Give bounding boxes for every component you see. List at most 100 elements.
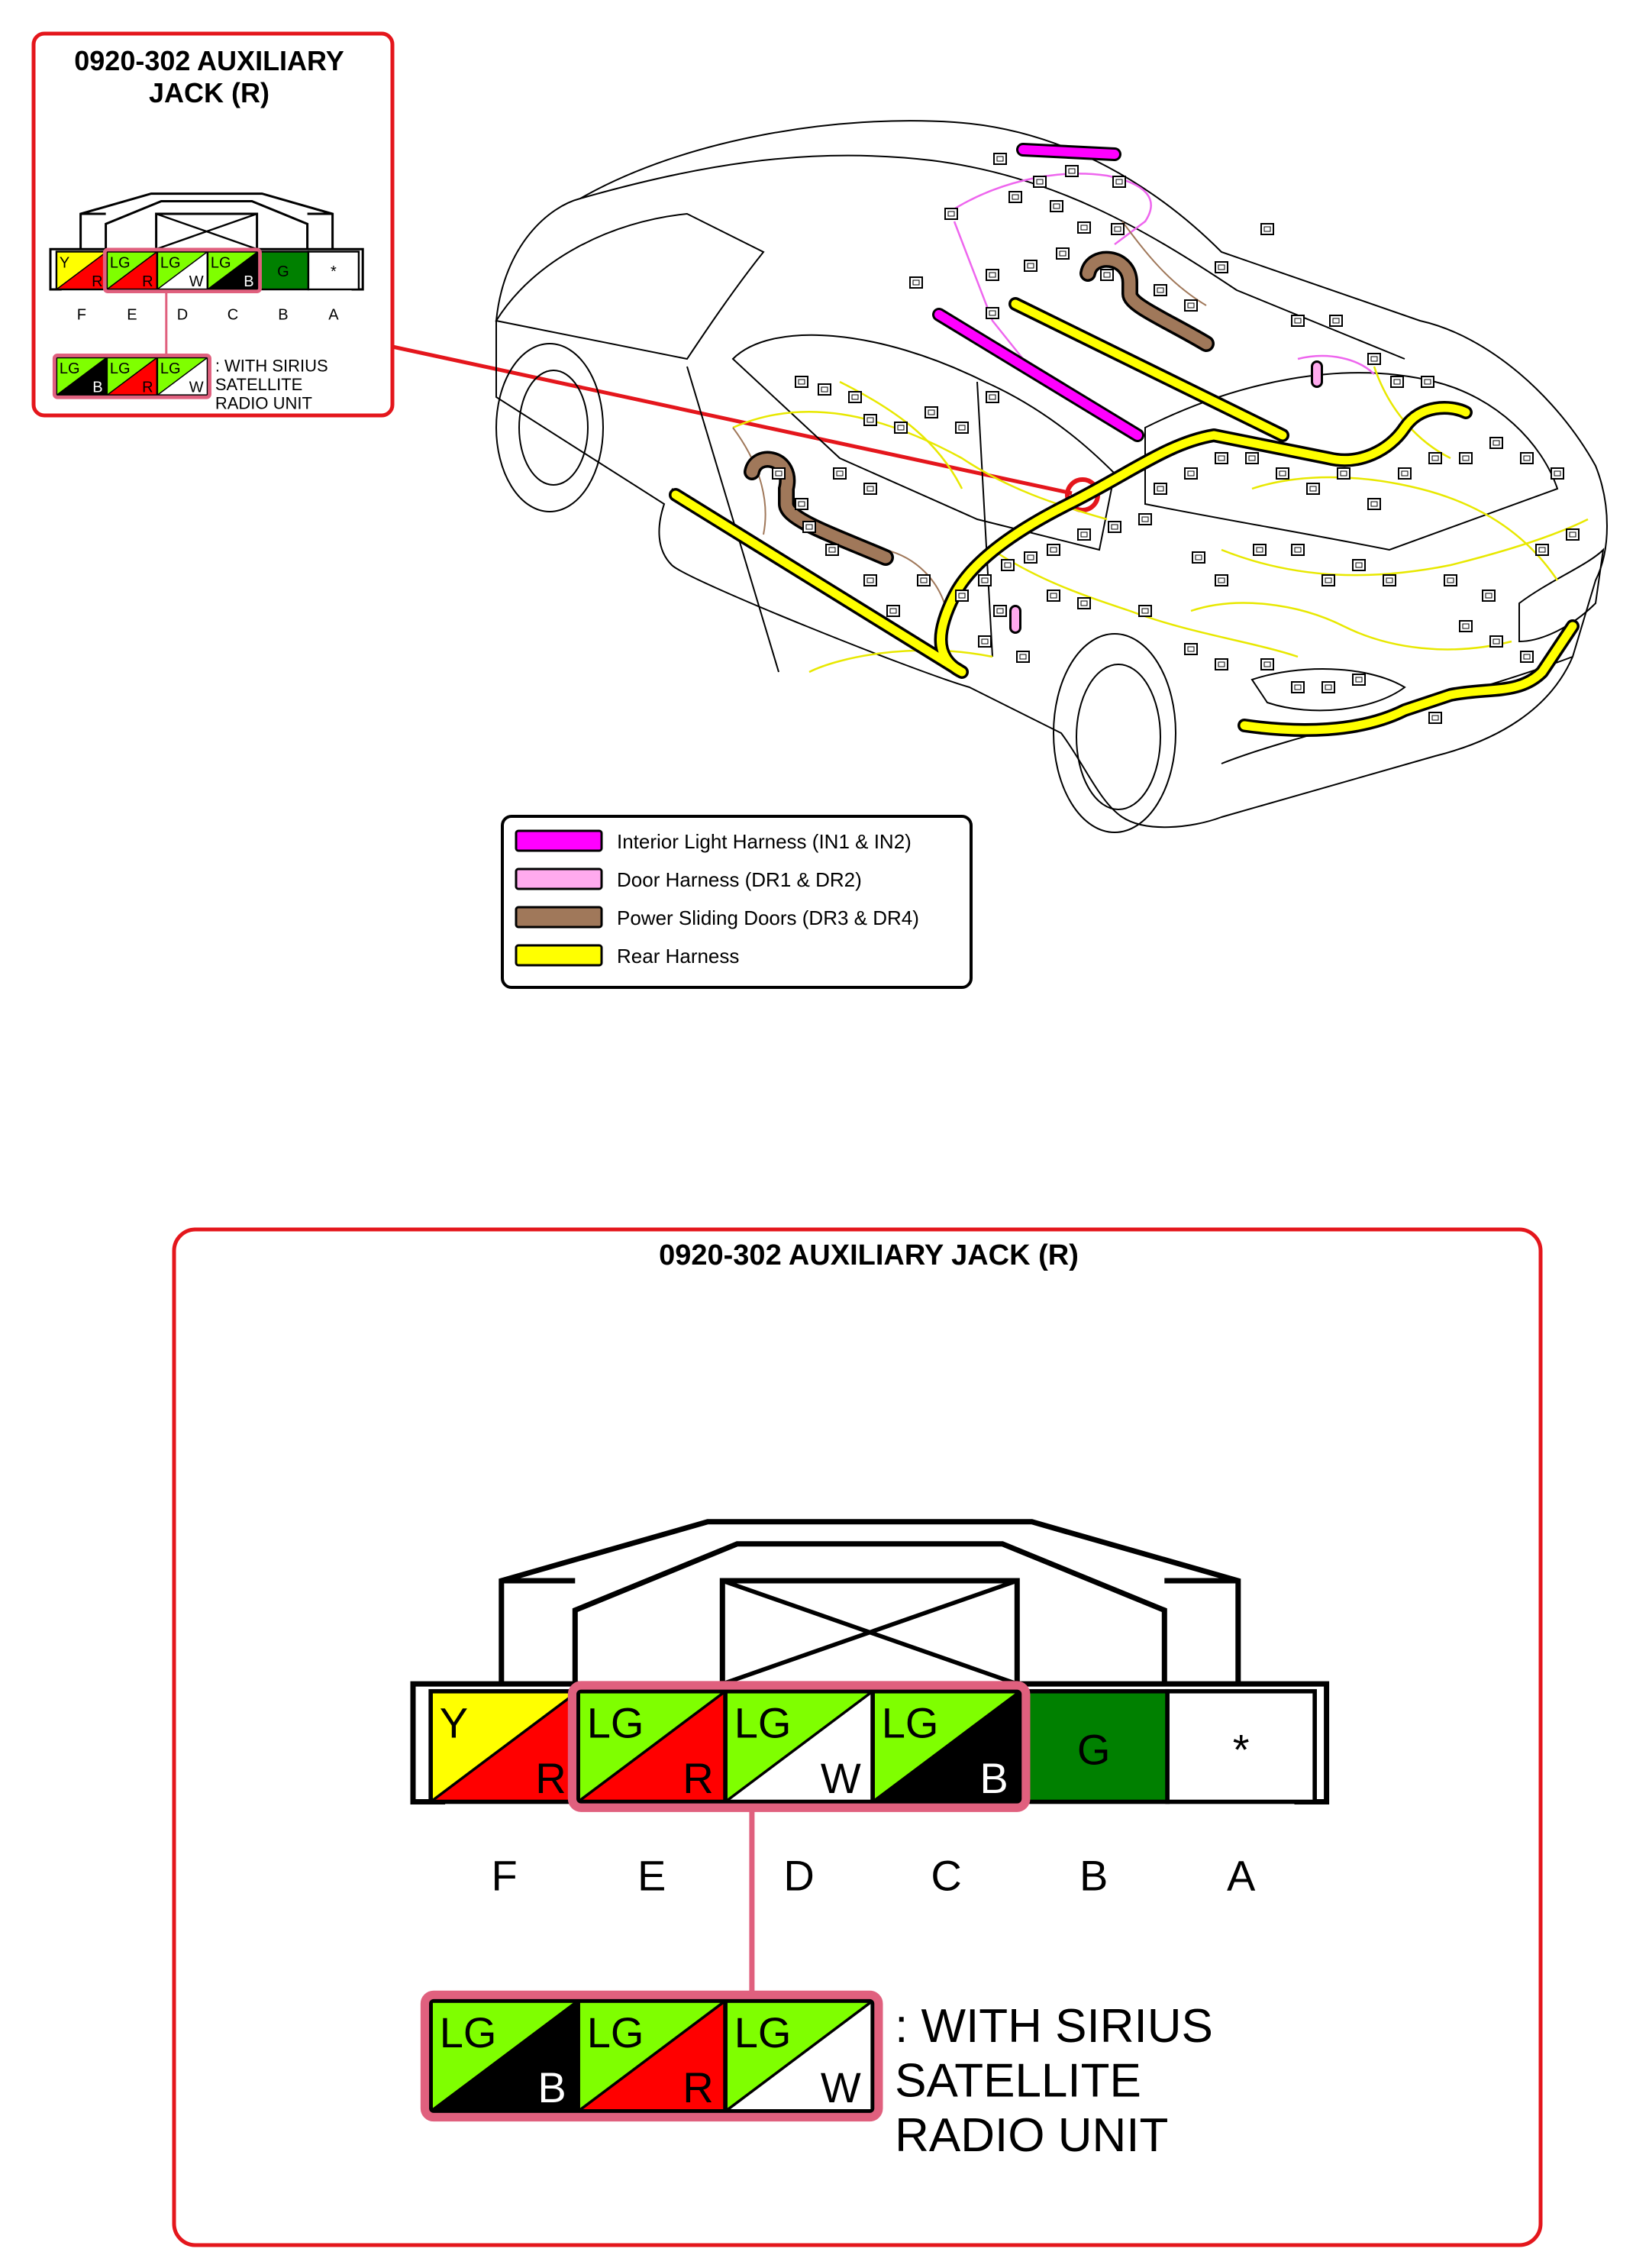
alt-pin-primary-color: LG: [60, 360, 80, 377]
alt-pin-stripe-color: W: [189, 380, 204, 396]
alt-pin-cell-2: LG R: [105, 356, 159, 396]
sirius-note-line-2: SATELLITE: [215, 375, 303, 394]
legend-item: Rear Harness: [515, 944, 739, 968]
alt-pin-primary-color: LG: [734, 2008, 792, 2056]
rear-wheel-inner: [1076, 664, 1161, 810]
pin-label-F: F: [492, 1851, 518, 1899]
door-seam-rear: [976, 381, 993, 657]
legend-item: Door Harness (DR1 & DR2): [515, 867, 862, 891]
legend: Interior Light Harness (IN1 & IN2) Door H…: [501, 815, 973, 989]
pin-label-D: D: [177, 307, 188, 324]
pin-E-stripe-color: R: [683, 1754, 713, 1802]
alt-pin-cell-3: LG W: [156, 356, 209, 396]
alt-pin-primary-color: LG: [160, 360, 181, 377]
car-window-rear: [1144, 372, 1559, 551]
legend-frame: [501, 815, 973, 989]
legend-swatch: [515, 829, 603, 852]
pin-label-C: C: [228, 307, 238, 324]
sirius-note-line-1: : WITH SIRIUS: [215, 357, 328, 376]
legend-label: Rear Harness: [617, 945, 739, 968]
pin-B-color-code: G: [1077, 1725, 1111, 1773]
optional-pins-highlight: [567, 1681, 1031, 1812]
inset-panel: 0920-302 AUXILIARY JACK (R) YRFLGRELGWDL…: [31, 31, 395, 418]
alt-pin-cell-3: LG W: [723, 1998, 875, 2114]
pin-label-E: E: [127, 307, 137, 324]
pin-label-A: A: [1227, 1851, 1256, 1899]
pin-C-stripe-color: B: [244, 273, 253, 290]
car-rear-lamp: [1250, 668, 1406, 712]
pin-label-D: D: [783, 1851, 814, 1899]
alt-pin-cell-2: LG R: [576, 1998, 728, 2114]
car-window-side: [731, 334, 1116, 551]
connector-latch-inner: [572, 1541, 1167, 1685]
pin-F-cell: YR: [55, 250, 108, 291]
alt-pin-stripe-color: B: [537, 2063, 566, 2111]
pin-D-cell: LGW: [156, 250, 209, 291]
pin-C-cell: LGB: [870, 1688, 1022, 1804]
front-wheel: [495, 343, 604, 512]
alt-pin-stripe-color: B: [92, 380, 102, 396]
alt-pin-cell-1: LG B: [55, 356, 108, 396]
sirius-note-line-2: SATELLITE: [895, 2055, 1141, 2108]
alt-pin-cell-1: LG B: [428, 1998, 580, 2114]
pin-F-cell: YR: [428, 1688, 580, 1804]
pin-A-cell: *: [307, 250, 360, 291]
sirius-note-line-3: RADIO UNIT: [895, 2109, 1168, 2162]
pin-E-cell: LGR: [105, 250, 159, 291]
power-door-thin-wires: [732, 221, 1207, 612]
legend-swatch: [515, 944, 603, 967]
interior-light-harness: [932, 143, 1144, 442]
alt-pin-stripe-color: W: [821, 2063, 861, 2111]
pin-F-stripe-color: R: [535, 1754, 566, 1802]
legend-swatch: [515, 906, 603, 929]
rear-harness-bundle: [669, 297, 1580, 737]
pin-C-cell: LG B: [206, 250, 260, 291]
alt-pins-highlight: [420, 1990, 883, 2122]
alt-pin-stripe-color: R: [683, 2063, 713, 2111]
alt-pin-stripe-color: R: [142, 380, 153, 396]
pin-B-cell: G: [257, 250, 310, 291]
pin-E-stripe-color: R: [142, 273, 153, 290]
pin-A-color-code: *: [1233, 1725, 1250, 1773]
rear-wheel: [1053, 633, 1176, 833]
legend-label: Door Harness (DR1 & DR2): [617, 868, 862, 891]
pin-label-B: B: [1079, 1851, 1108, 1899]
sirius-note-line-1: : WITH SIRIUS: [895, 2000, 1213, 2053]
alt-pin-primary-color: LG: [110, 360, 131, 377]
alt-pin-primary-color: LG: [587, 2008, 644, 2056]
pin-C-primary-color: LG: [211, 254, 231, 271]
door-harness-thin-wires: [946, 173, 1375, 375]
connector-latch-inner: [105, 200, 309, 250]
legend-item: Interior Light Harness (IN1 & IN2): [515, 829, 912, 853]
power-sliding-door-harness: [744, 250, 1215, 566]
pin-label-B: B: [278, 307, 288, 324]
pin-A-cell: *: [1165, 1688, 1317, 1804]
optional-pins-highlight: [102, 247, 262, 294]
pin-D-primary-color: LG: [734, 1699, 792, 1747]
legend-swatch: [515, 867, 603, 890]
alt-pins-highlight: [52, 354, 211, 399]
pin-F-stripe-color: R: [92, 273, 102, 290]
pin-label-E: E: [637, 1851, 666, 1899]
pin-B-color-code: G: [277, 263, 289, 280]
detail-panel: 0920-302 AUXILIARY JACK (R) YRFLGRELGWDL…: [172, 1227, 1543, 2247]
inset-title-line2: JACK (R): [149, 77, 269, 108]
rear-harness-thin-wires: [732, 366, 1589, 674]
alt-pin-primary-color: LG: [440, 2008, 497, 2056]
leader-line: [392, 344, 1073, 496]
inset-title-line1: 0920-302 AUXILIARY: [74, 45, 344, 76]
connector-latch-outer: [79, 192, 334, 250]
pin-D-stripe-color: W: [821, 1754, 861, 1802]
pin-D-stripe-color: W: [189, 273, 204, 290]
pin-F-primary-color: Y: [60, 254, 69, 271]
pin-label-A: A: [328, 307, 339, 324]
pin-label-F: F: [77, 307, 86, 324]
car-roof: [579, 154, 1405, 360]
car-illustration: [495, 120, 1608, 833]
door-harness-loops: [1009, 360, 1323, 634]
pin-D-cell: LG W: [723, 1688, 875, 1804]
harness-connectors: [772, 153, 1580, 724]
pin-label-C: C: [931, 1851, 961, 1899]
